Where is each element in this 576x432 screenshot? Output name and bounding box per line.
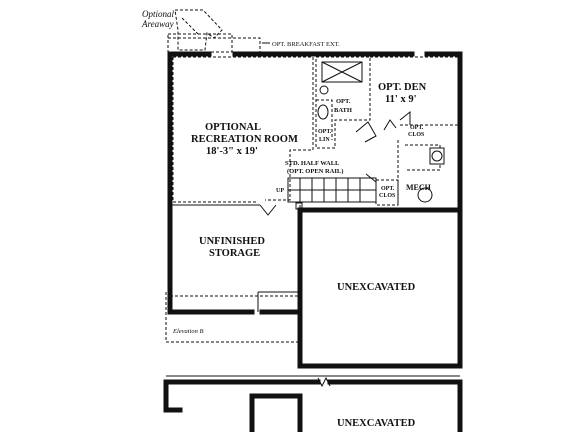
label-unexcavated-2: UNEXCAVATED — [337, 418, 416, 429]
door-swings — [259, 110, 411, 216]
label-rec-room-2: RECREATION ROOM — [191, 134, 298, 145]
label-unexcavated-1: UNEXCAVATED — [337, 282, 416, 293]
labels: Optional Areaway OPT. BREAKFAST EXT. OPT… — [141, 9, 432, 429]
label-optional-areaway-2: Areaway — [141, 19, 174, 29]
label-opt-breakfast-ext: OPT. BREAKFAST EXT. — [272, 41, 340, 48]
label-rec-room-size: 18'-3" x 19' — [206, 146, 258, 157]
exterior-walls — [167, 51, 463, 369]
label-half-wall-1: STD. HALF WALL — [285, 160, 340, 167]
label-opt-bath-2: BATH — [334, 107, 352, 114]
label-opt-clos-lower-2: CLOS — [379, 193, 396, 199]
label-opt-clos-lower-1: OPT. — [381, 186, 395, 192]
label-storage-2: STORAGE — [209, 248, 260, 259]
elevation-b-outline — [165, 292, 298, 343]
label-up: UP — [276, 188, 284, 194]
label-opt-bath-1: OPT. — [336, 98, 351, 105]
breakfast-extension — [168, 37, 270, 53]
lower-plan — [163, 375, 463, 432]
label-opt-clos-upper-2: CLOS — [408, 132, 425, 138]
label-opt-lin-2: LIN — [319, 137, 330, 143]
label-optional-areaway-1: Optional — [142, 9, 175, 19]
label-opt-lin-1: OPT. — [318, 129, 332, 135]
stairs — [287, 173, 377, 203]
label-opt-den-size: 11' x 9' — [385, 94, 417, 105]
label-elevation-b: Elevation B — [172, 328, 204, 335]
label-mech: MECH — [406, 183, 432, 192]
label-storage-1: UNFINISHED — [199, 236, 265, 247]
bath-fixtures — [317, 61, 445, 203]
label-half-wall-2: (OPT. OPEN RAIL) — [287, 168, 343, 175]
label-opt-clos-upper-1: OPT. — [410, 125, 424, 131]
label-rec-room-1: OPTIONAL — [205, 122, 261, 133]
label-opt-den: OPT. DEN — [378, 82, 427, 93]
optional-areaway — [167, 9, 233, 53]
interior-walls — [170, 202, 303, 312]
